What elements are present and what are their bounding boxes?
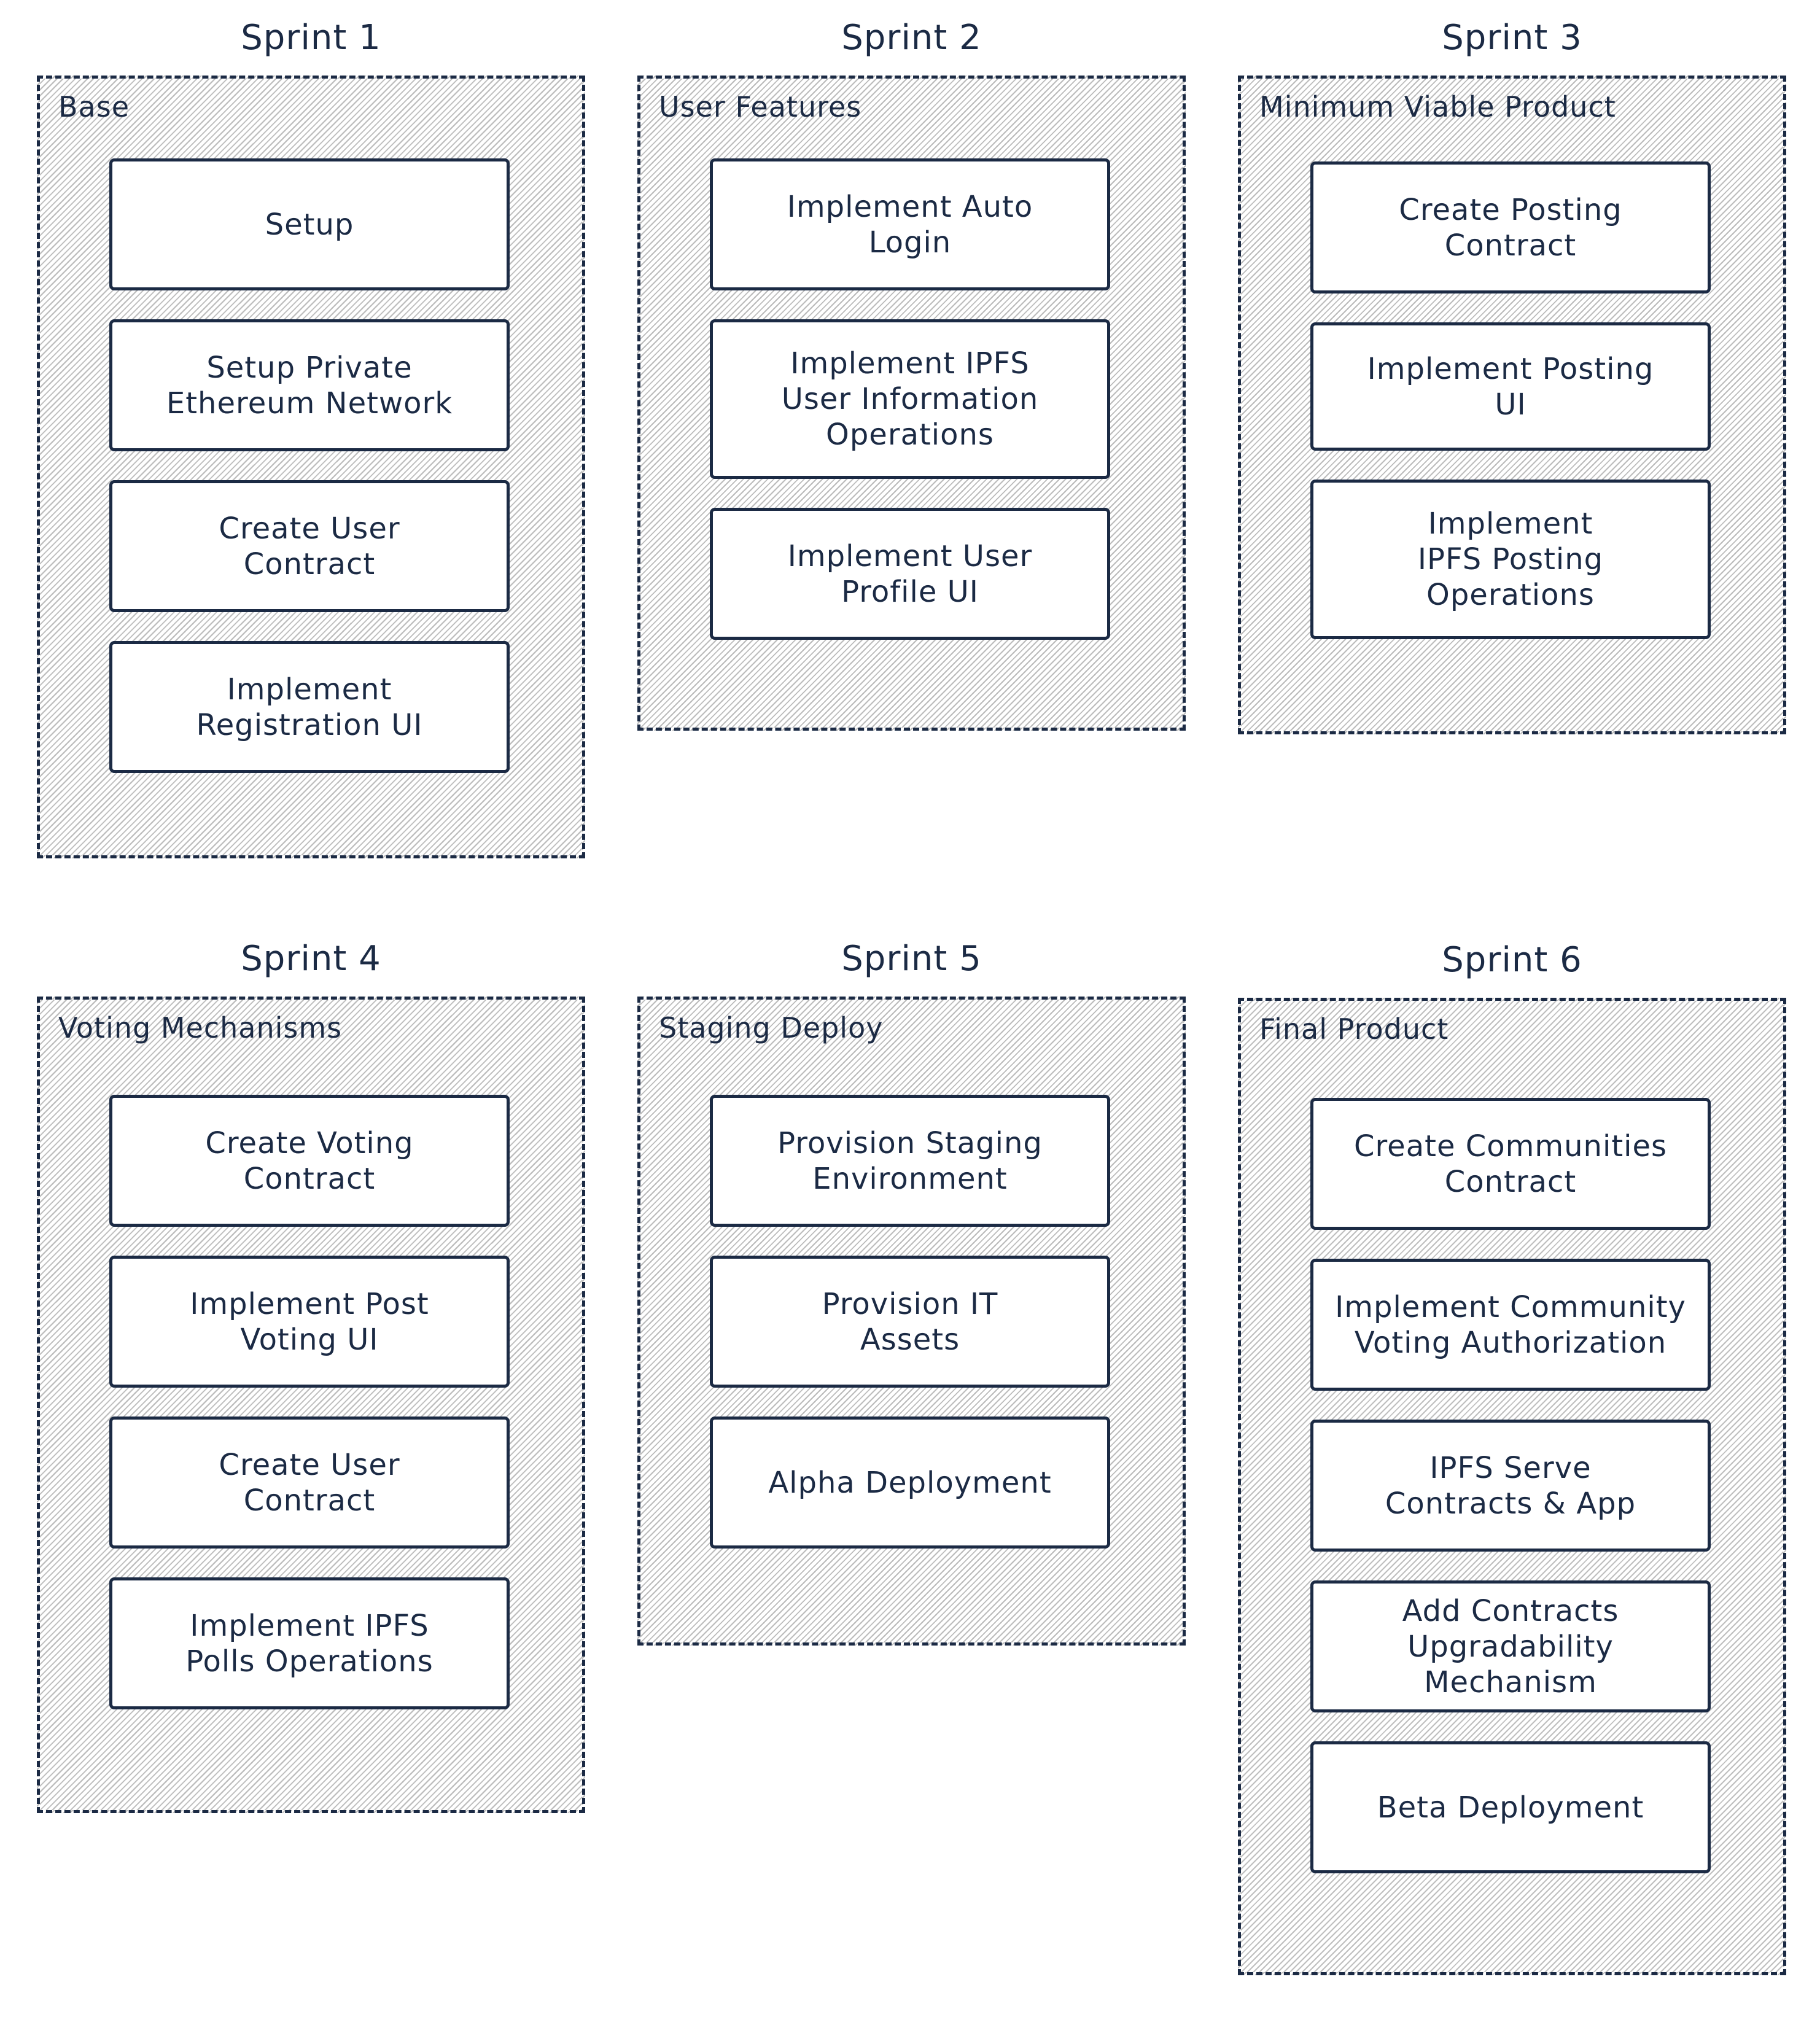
container-label: Base [58, 90, 130, 123]
task-card[interactable]: Create User Contract [109, 1417, 510, 1549]
task-card[interactable]: Implement Post Voting UI [109, 1256, 510, 1388]
task-label: Implement IPFS Posting Operations [1417, 507, 1604, 612]
task-list: Create Posting Contract Implement Postin… [1310, 161, 1711, 668]
task-label: Implement Auto Login [787, 189, 1033, 260]
sprint-container: Staging Deploy Provision Staging Environ… [637, 997, 1186, 1646]
task-card[interactable]: Add Contracts Upgradability Mechanism [1310, 1580, 1711, 1712]
task-card[interactable]: Setup [109, 158, 510, 290]
task-label: Implement Registration UI [196, 672, 423, 742]
sprint-title: Sprint 2 [841, 18, 982, 58]
task-label: Create User Contract [219, 511, 400, 581]
task-card[interactable]: Create Communities Contract [1310, 1098, 1711, 1230]
task-label: Create Communities Contract [1353, 1129, 1668, 1199]
container-label: Voting Mechanisms [58, 1011, 343, 1044]
task-label: Implement Post Voting UI [190, 1286, 429, 1357]
task-label: Implement Community Voting Authorization [1335, 1289, 1686, 1360]
task-card[interactable]: Implement Auto Login [710, 158, 1110, 290]
task-label: Create Posting Contract [1399, 192, 1622, 263]
task-label: Create Voting Contract [205, 1125, 414, 1196]
task-card[interactable]: Beta Deployment [1310, 1741, 1711, 1873]
task-card[interactable]: Alpha Deployment [710, 1417, 1110, 1549]
task-card[interactable]: Implement Community Voting Authorization [1310, 1259, 1711, 1391]
task-label: Add Contracts Upgradability Mechanism [1402, 1593, 1619, 1700]
task-label: Setup [265, 207, 354, 242]
container-label: User Features [659, 90, 862, 123]
task-list: Implement Auto Login Implement IPFS User… [710, 158, 1110, 669]
task-card[interactable]: Setup Private Ethereum Network [109, 319, 510, 451]
task-card[interactable]: Implement Registration UI [109, 641, 510, 773]
task-list: Create Communities Contract Implement Co… [1310, 1098, 1711, 1902]
task-label: Implement IPFS Polls Operations [185, 1608, 434, 1679]
container-label: Staging Deploy [659, 1011, 884, 1044]
sprint-container: Final Product Create Communities Contrac… [1238, 998, 1786, 1975]
task-card[interactable]: Implement User Profile UI [710, 508, 1110, 640]
task-label: Implement Posting UI [1367, 351, 1654, 422]
task-card[interactable]: Provision IT Assets [710, 1256, 1110, 1388]
sprint-title: Sprint 5 [841, 939, 982, 979]
task-label: Create User Contract [219, 1447, 400, 1518]
sprint-title: Sprint 4 [241, 939, 381, 979]
task-label: Provision IT Assets [822, 1286, 998, 1357]
sprint-container: User Features Implement Auto Login Imple… [637, 76, 1186, 731]
task-card[interactable]: Create User Contract [109, 480, 510, 612]
task-label: Provision Staging Environment [777, 1125, 1043, 1196]
container-label: Minimum Viable Product [1259, 90, 1616, 123]
task-card[interactable]: Provision Staging Environment [710, 1095, 1110, 1227]
container-label: Final Product [1259, 1012, 1449, 1046]
task-card[interactable]: IPFS Serve Contracts & App [1310, 1420, 1711, 1552]
sprint-title: Sprint 1 [241, 18, 381, 58]
sprint-title: Sprint 6 [1442, 940, 1582, 980]
task-list: Setup Setup Private Ethereum Network Cre… [109, 158, 510, 802]
task-card[interactable]: Implement Posting UI [1310, 322, 1711, 451]
task-card[interactable]: Create Posting Contract [1310, 161, 1711, 293]
task-label: Setup Private Ethereum Network [166, 350, 453, 421]
task-list: Provision Staging Environment Provision … [710, 1095, 1110, 1577]
task-card[interactable]: Implement IPFS Polls Operations [109, 1577, 510, 1709]
sprint-container: Base Setup Setup Private Ethereum Networ… [37, 76, 585, 858]
task-card[interactable]: Implement IPFS Posting Operations [1310, 480, 1711, 639]
sprint-container: Minimum Viable Product Create Posting Co… [1238, 76, 1786, 734]
task-list: Create Voting Contract Implement Post Vo… [109, 1095, 510, 1738]
task-label: Implement IPFS User Information Operatio… [781, 346, 1039, 452]
sprint-title: Sprint 3 [1442, 18, 1582, 58]
sprint-container: Voting Mechanisms Create Voting Contract… [37, 997, 585, 1813]
task-card[interactable]: Implement IPFS User Information Operatio… [710, 319, 1110, 479]
task-card[interactable]: Create Voting Contract [109, 1095, 510, 1227]
task-label: IPFS Serve Contracts & App [1385, 1450, 1636, 1521]
task-label: Alpha Deployment [768, 1465, 1052, 1500]
task-label: Implement User Profile UI [787, 538, 1033, 609]
task-label: Beta Deployment [1377, 1790, 1644, 1825]
